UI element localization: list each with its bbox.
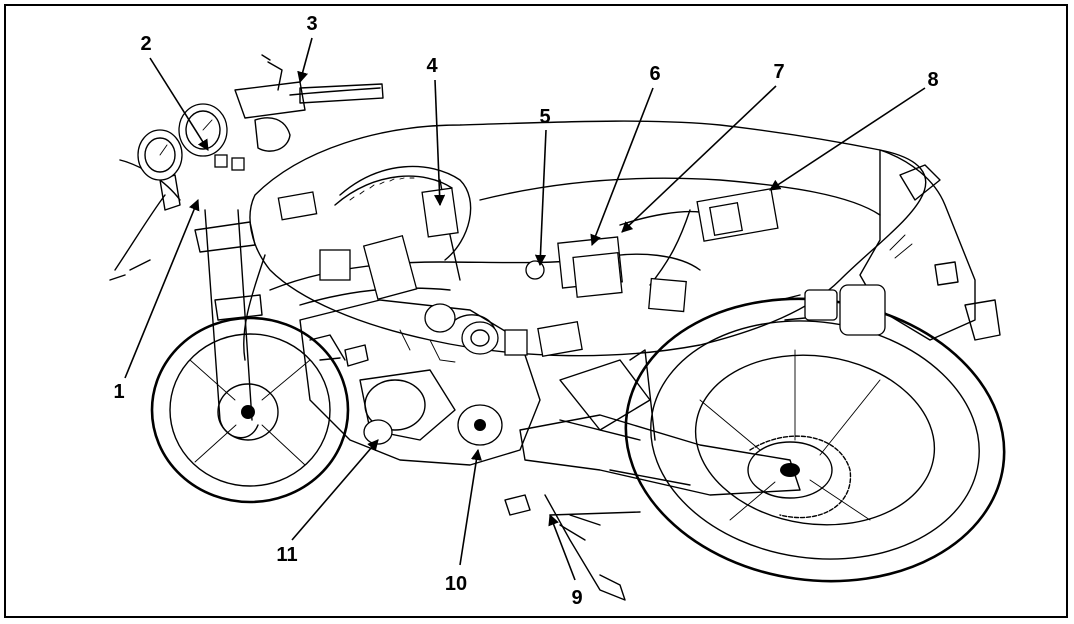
- wiring-harness: [269, 165, 701, 331]
- callout-2: 2: [140, 33, 152, 55]
- callout-6: 6: [649, 63, 661, 85]
- callout-7: 7: [773, 61, 785, 83]
- instrument-cluster: [137, 103, 245, 181]
- callout-8: 8: [927, 69, 939, 91]
- front-wheel: [150, 316, 350, 504]
- callout-9: 9: [571, 587, 583, 609]
- tail-electrics: [779, 284, 886, 336]
- engine: [299, 299, 541, 466]
- leader-lines: [124, 37, 926, 581]
- swingarm: [519, 349, 801, 496]
- callout-11: 11: [276, 544, 298, 566]
- relays-and-modules: [277, 187, 779, 367]
- callout-4: 4: [426, 55, 438, 77]
- front-fork: [194, 209, 263, 439]
- callout-1: 1: [113, 381, 125, 403]
- callout-10: 10: [444, 573, 468, 595]
- body-shell: [243, 120, 1001, 361]
- callout-3: 3: [306, 13, 318, 35]
- callout-5: 5: [539, 106, 551, 128]
- rear-wheel: [624, 297, 1006, 583]
- handlebars: [109, 54, 384, 281]
- sidestand: [504, 494, 641, 601]
